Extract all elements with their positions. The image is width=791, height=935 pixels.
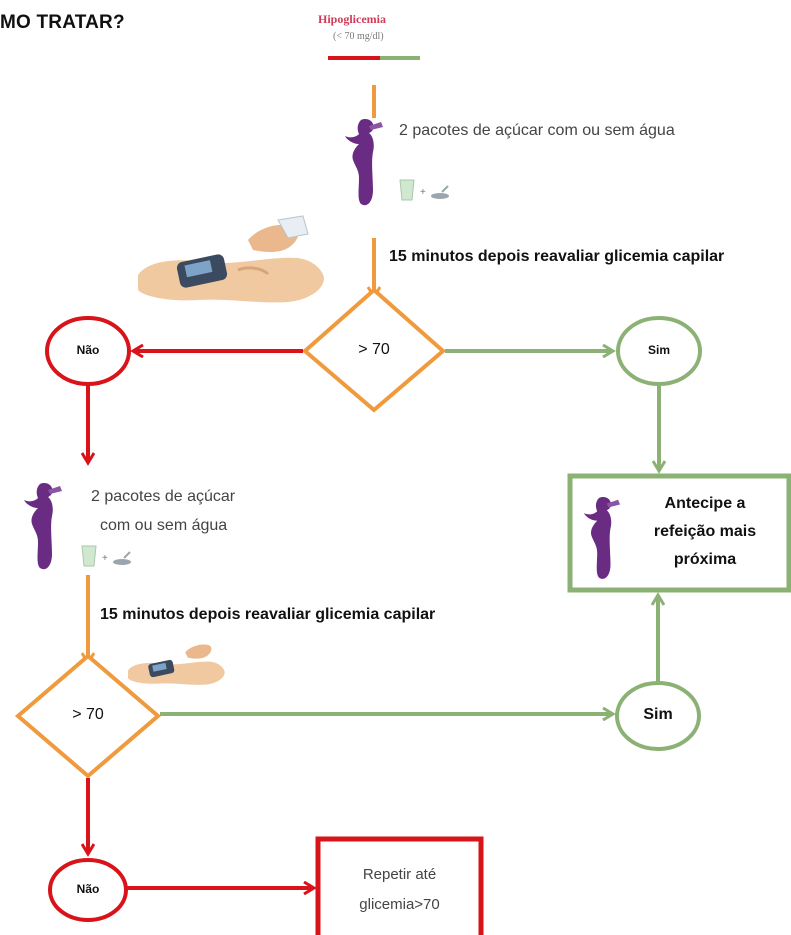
decision1-yes-circle bbox=[616, 316, 702, 386]
glass-and-sugar-icon: + bbox=[399, 179, 449, 201]
person-drinking-icon bbox=[583, 496, 620, 579]
svg-text:+: + bbox=[102, 553, 108, 564]
glass-and-sugar-icon: + bbox=[81, 545, 131, 567]
step2-reassess: 15 minutos depois reavaliar glicemia cap… bbox=[100, 606, 436, 623]
svg-text:+: + bbox=[420, 187, 426, 198]
outcome-no-box bbox=[315, 836, 484, 935]
decision1-no-label: Não bbox=[76, 343, 100, 357]
glucometer-photo bbox=[128, 644, 225, 685]
outcome-yes-line3: próxima bbox=[673, 551, 737, 568]
outcome-yes-line1: Antecipe a bbox=[664, 495, 746, 512]
outcome-yes-line2: refeição mais bbox=[653, 523, 757, 540]
outcome-no-line2: glicemia>70 bbox=[359, 896, 440, 913]
person-drinking-icon bbox=[345, 119, 383, 206]
decision2-yes-label: Sim bbox=[643, 706, 673, 723]
decision2-yes-circle bbox=[615, 681, 701, 751]
decision1-condition: > 70 bbox=[358, 341, 390, 358]
hipoglycemia-threshold: (< 70 mg/dl) bbox=[333, 31, 384, 42]
decision1-diamond bbox=[301, 287, 447, 413]
step2-instruction-line1: 2 pacotes de açúcar bbox=[91, 488, 236, 505]
decision1-yes-label: Sim bbox=[647, 343, 670, 357]
step1-instruction: 2 pacotes de açúcar com ou sem água bbox=[399, 122, 675, 139]
decision2-condition: > 70 bbox=[72, 706, 104, 723]
decision2-no-circle bbox=[48, 858, 128, 922]
outcome-no-text: Repetir até glicemia>70 bbox=[320, 860, 479, 920]
decision1-no-circle bbox=[45, 316, 131, 386]
step2-instruction-line2: com ou sem água bbox=[100, 517, 228, 534]
page-title: MO TRATAR? bbox=[0, 12, 125, 33]
hipoglycemia-scale-bar bbox=[328, 56, 420, 60]
step1-reassess: 15 minutos depois reavaliar glicemia cap… bbox=[389, 248, 725, 265]
glucometer-photo bbox=[138, 215, 324, 303]
person-drinking-icon bbox=[24, 483, 62, 570]
outcome-no-line1: Repetir até bbox=[362, 866, 437, 883]
decision2-diamond bbox=[14, 653, 162, 779]
outcome-yes-text: Antecipe a refeição mais próxima bbox=[630, 490, 780, 574]
decision2-no-label: Não bbox=[76, 882, 100, 896]
hipoglycemia-title: Hipoglicemia bbox=[318, 12, 386, 26]
